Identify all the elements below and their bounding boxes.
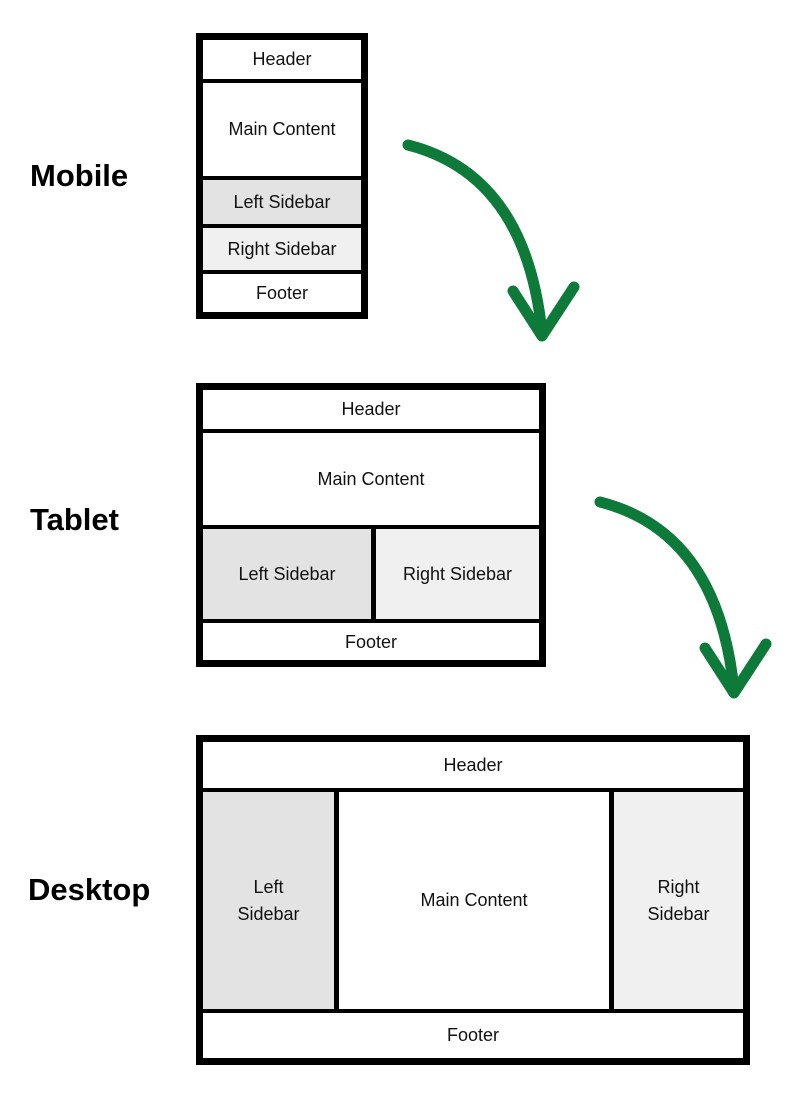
desktop-middle-row: Left Sidebar Main Content Right Sidebar	[203, 792, 743, 1009]
arrow-mobile-to-tablet-icon	[402, 139, 580, 342]
desktop-right-sidebar-text: Right Sidebar	[647, 877, 710, 924]
mobile-right-sidebar-section: Right Sidebar	[203, 227, 361, 271]
desktop-right-sidebar-section: Right Sidebar	[614, 792, 743, 1009]
tablet-left-sidebar-section: Left Sidebar	[203, 528, 371, 620]
mobile-label: Mobile	[30, 158, 129, 193]
tablet-wireframe: Header Main Content Left Sidebar Right S…	[196, 383, 546, 667]
desktop-left-sidebar-section: Left Sidebar	[203, 792, 334, 1009]
tablet-left-sidebar-text: Left Sidebar	[238, 564, 336, 585]
tablet-right-sidebar-text: Right Sidebar	[402, 564, 513, 585]
desktop-label: Desktop	[28, 872, 151, 907]
desktop-header-section: Header	[203, 742, 743, 789]
desktop-wireframe: Header Left Sidebar Main Content Right S…	[196, 735, 750, 1065]
tablet-main-content-text: Main Content	[317, 468, 425, 489]
mobile-main-content-section: Main Content	[203, 82, 361, 177]
mobile-header-text: Header	[252, 49, 312, 70]
tablet-footer-text: Footer	[344, 631, 398, 652]
mobile-main-content-text: Main Content	[228, 119, 336, 140]
arrow-tablet-to-desktop-icon	[594, 496, 772, 699]
tablet-header-section: Header	[203, 390, 539, 429]
mobile-header-section: Header	[203, 40, 361, 79]
mobile-footer-text: Footer	[255, 283, 309, 304]
desktop-footer-section: Footer	[203, 1012, 743, 1058]
desktop-header-text: Header	[443, 755, 503, 776]
tablet-header-text: Header	[341, 399, 401, 420]
mobile-right-sidebar-text: Right Sidebar	[227, 239, 337, 260]
mobile-wireframe: Header Main Content Left Sidebar Right S…	[196, 33, 368, 319]
tablet-right-sidebar-section: Right Sidebar	[375, 528, 539, 620]
desktop-main-content-text: Main Content	[420, 890, 528, 911]
tablet-main-content-section: Main Content	[203, 432, 539, 525]
desktop-left-sidebar-text: Left Sidebar	[237, 877, 300, 924]
tablet-sidebar-row: Left Sidebar Right Sidebar	[203, 528, 539, 620]
desktop-footer-text: Footer	[446, 1025, 500, 1046]
mobile-left-sidebar-text: Left Sidebar	[233, 191, 331, 212]
mobile-footer-section: Footer	[203, 274, 361, 313]
tablet-footer-section: Footer	[203, 623, 539, 660]
desktop-main-content-section: Main Content	[339, 792, 609, 1009]
mobile-left-sidebar-section: Left Sidebar	[203, 180, 361, 224]
tablet-label: Tablet	[30, 502, 119, 537]
